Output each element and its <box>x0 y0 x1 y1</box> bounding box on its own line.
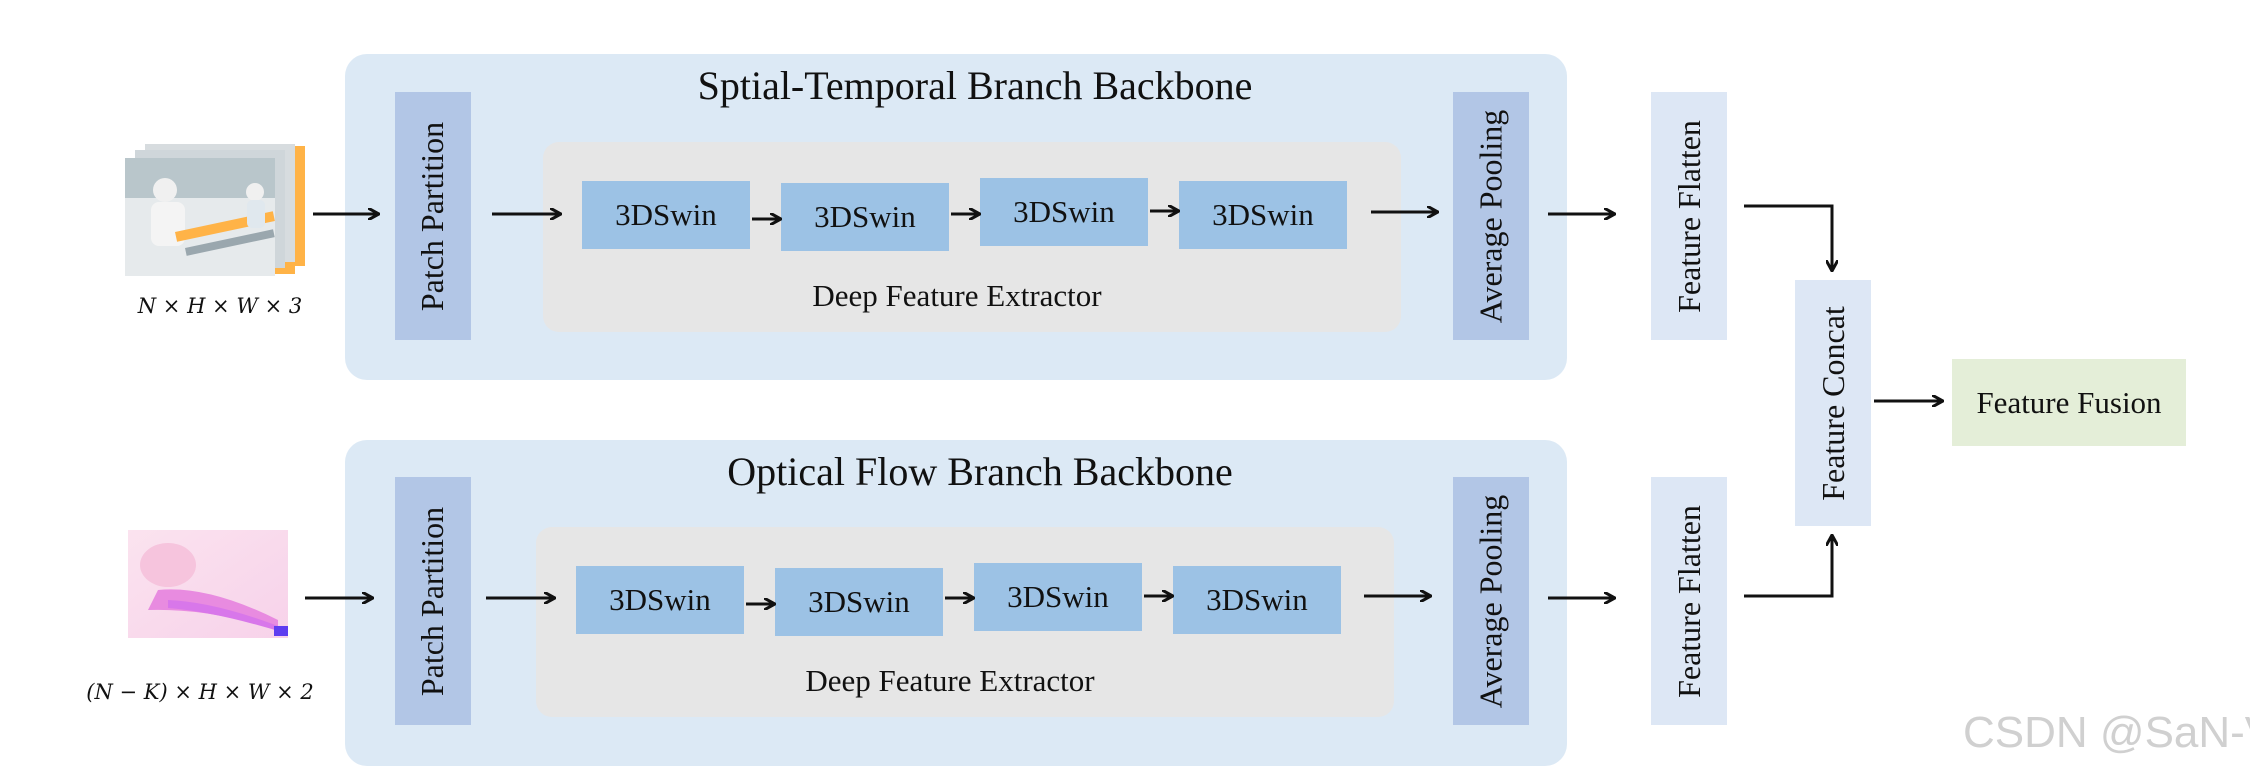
flow-swin-block-3: 3DSwin <box>974 563 1142 631</box>
flow-feature-flatten: Feature Flatten <box>1651 477 1727 725</box>
flow-swin-block-4: 3DSwin <box>1173 566 1341 634</box>
watermark: CSDN @SaN-V <box>1963 708 2250 757</box>
arrow-top-flatten-to-concat <box>1744 204 1832 270</box>
spatial-extractor-label: Deep Feature Extractor <box>812 278 1102 313</box>
flow-average-pooling: Average Pooling <box>1453 477 1529 725</box>
spatial-swin-block-3: 3DSwin <box>980 178 1148 246</box>
spatial-patch-partition: Patch Partition <box>395 92 471 340</box>
arrow-bottom-flatten-to-concat <box>1744 536 1832 598</box>
spatial-input-dimensions: N × H × W × 3 <box>137 294 303 318</box>
flow-input-dimensions: (N − K) × H × W × 2 <box>86 680 314 704</box>
spatial-average-pooling: Average Pooling <box>1453 92 1529 340</box>
flow-swin-block-2: 3DSwin <box>775 568 943 636</box>
video-frames-thumbnail <box>125 144 305 276</box>
spatial-swin-block-2: 3DSwin <box>781 183 949 251</box>
optical-flow-branch-title: Optical Flow Branch Backbone <box>727 449 1233 494</box>
spatial-feature-flatten: Feature Flatten <box>1651 92 1727 340</box>
feature-fusion: Feature Fusion <box>1952 359 2186 446</box>
feature-concat: Feature Concat <box>1795 280 1871 526</box>
spatial-swin-block-4: 3DSwin <box>1179 181 1347 249</box>
spatial-temporal-branch-title: Sptial-Temporal Branch Backbone <box>697 63 1253 108</box>
flow-patch-partition: Patch Partition <box>395 477 471 725</box>
optical-flow-thumbnail <box>128 530 288 638</box>
flow-extractor-label: Deep Feature Extractor <box>805 663 1095 698</box>
flow-swin-block-1: 3DSwin <box>576 566 744 634</box>
spatial-swin-block-1: 3DSwin <box>582 181 750 249</box>
